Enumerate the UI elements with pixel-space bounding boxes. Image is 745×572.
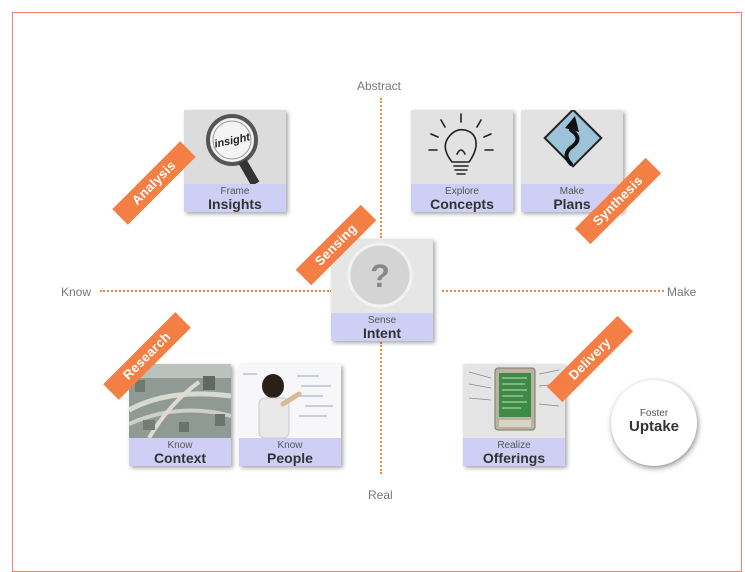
insights-title: Insights <box>208 196 262 212</box>
axis-label-real: Real <box>368 488 393 502</box>
people-caption: Know People <box>239 438 341 466</box>
people-title: People <box>267 450 313 466</box>
magnifier-icon: insight <box>184 110 286 187</box>
axis-left-line <box>100 290 332 292</box>
winding-road-sign-icon <box>521 110 623 184</box>
concepts-caption: Explore Concepts <box>411 184 513 212</box>
plans-title: Plans <box>553 196 591 212</box>
axis-right-line <box>442 290 664 292</box>
axis-label-abstract: Abstract <box>357 79 402 93</box>
people-verb: Know <box>277 440 303 451</box>
tablet-device-photo <box>463 364 565 438</box>
intent-title: Intent <box>362 325 402 341</box>
axis-bottom-line <box>380 342 382 474</box>
svg-text:?: ? <box>370 258 390 294</box>
concepts-title: Concepts <box>430 196 494 212</box>
axis-top-line <box>380 98 382 238</box>
child-at-whiteboard-photo <box>239 364 341 439</box>
context-card[interactable]: Know Context <box>129 364 231 466</box>
axis-label-make: Make <box>667 285 697 299</box>
question-mark-icon: ? <box>331 239 433 313</box>
offerings-caption: Realize Offerings <box>463 438 565 466</box>
uptake-verb: Foster <box>639 408 669 419</box>
intent-caption: Sense Intent <box>331 313 433 341</box>
uptake-title: Uptake <box>628 418 680 435</box>
offerings-verb: Realize <box>497 440 531 451</box>
axis-label-know: Know <box>61 285 92 299</box>
plans-verb: Make <box>559 186 585 197</box>
people-card[interactable]: Know People <box>239 364 341 466</box>
offerings-title: Offerings <box>482 450 546 466</box>
concepts-card[interactable]: Explore Concepts <box>411 110 513 212</box>
concepts-verb: Explore <box>445 186 479 197</box>
insights-card[interactable]: insight Frame Insights <box>184 110 286 212</box>
lightbulb-icon <box>411 110 513 184</box>
uptake-circle[interactable]: Foster Uptake <box>611 380 697 466</box>
city-highway-photo <box>129 364 231 440</box>
context-caption: Know Context <box>129 438 231 466</box>
insights-caption: Frame Insights <box>184 184 286 212</box>
context-title: Context <box>153 450 207 466</box>
offerings-card[interactable]: Realize Offerings <box>463 364 565 466</box>
insights-verb: Frame <box>220 186 250 197</box>
plans-card[interactable]: Make Plans <box>521 110 623 212</box>
intent-verb: Sense <box>367 315 397 326</box>
context-verb: Know <box>167 440 193 451</box>
intent-card[interactable]: ? Sense Intent <box>331 239 433 341</box>
